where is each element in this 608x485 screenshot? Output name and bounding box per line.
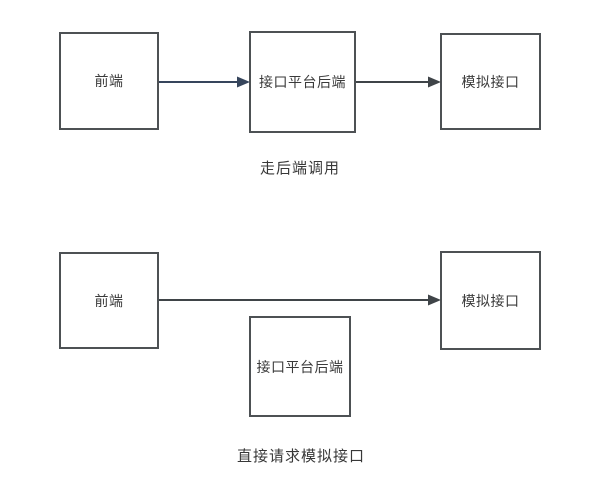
box-api-platform-backend-bottom-label: 接口平台后端 bbox=[256, 358, 344, 375]
arrow-frontend-to-backend-head bbox=[237, 76, 250, 88]
arrow-frontend-to-mock-icon bbox=[159, 294, 441, 306]
box-frontend-bottom: 前端 bbox=[59, 252, 159, 349]
box-mock-api-bottom-label: 模拟接口 bbox=[461, 292, 520, 309]
caption-direct-request: 直接请求模拟接口 bbox=[236, 448, 365, 465]
arrow-frontend-to-mock-head bbox=[428, 294, 441, 306]
box-api-platform-backend-top: 接口平台后端 bbox=[249, 31, 356, 133]
arrow-backend-to-mock-icon bbox=[356, 76, 441, 88]
box-mock-api-bottom: 模拟接口 bbox=[440, 251, 541, 350]
arrow-frontend-to-backend-icon bbox=[159, 76, 250, 88]
arrow-backend-to-mock-head bbox=[428, 76, 441, 88]
box-frontend-top-label: 前端 bbox=[94, 73, 124, 89]
box-frontend-top: 前端 bbox=[59, 32, 159, 130]
box-api-platform-backend-bottom: 接口平台后端 bbox=[249, 316, 351, 417]
caption-backend-call: 走后端调用 bbox=[259, 160, 340, 177]
box-mock-api-top-label: 模拟接口 bbox=[461, 73, 520, 90]
box-mock-api-top: 模拟接口 bbox=[440, 33, 541, 130]
box-api-platform-backend-top-label: 接口平台后端 bbox=[259, 74, 346, 90]
box-frontend-bottom-label: 前端 bbox=[94, 292, 124, 309]
